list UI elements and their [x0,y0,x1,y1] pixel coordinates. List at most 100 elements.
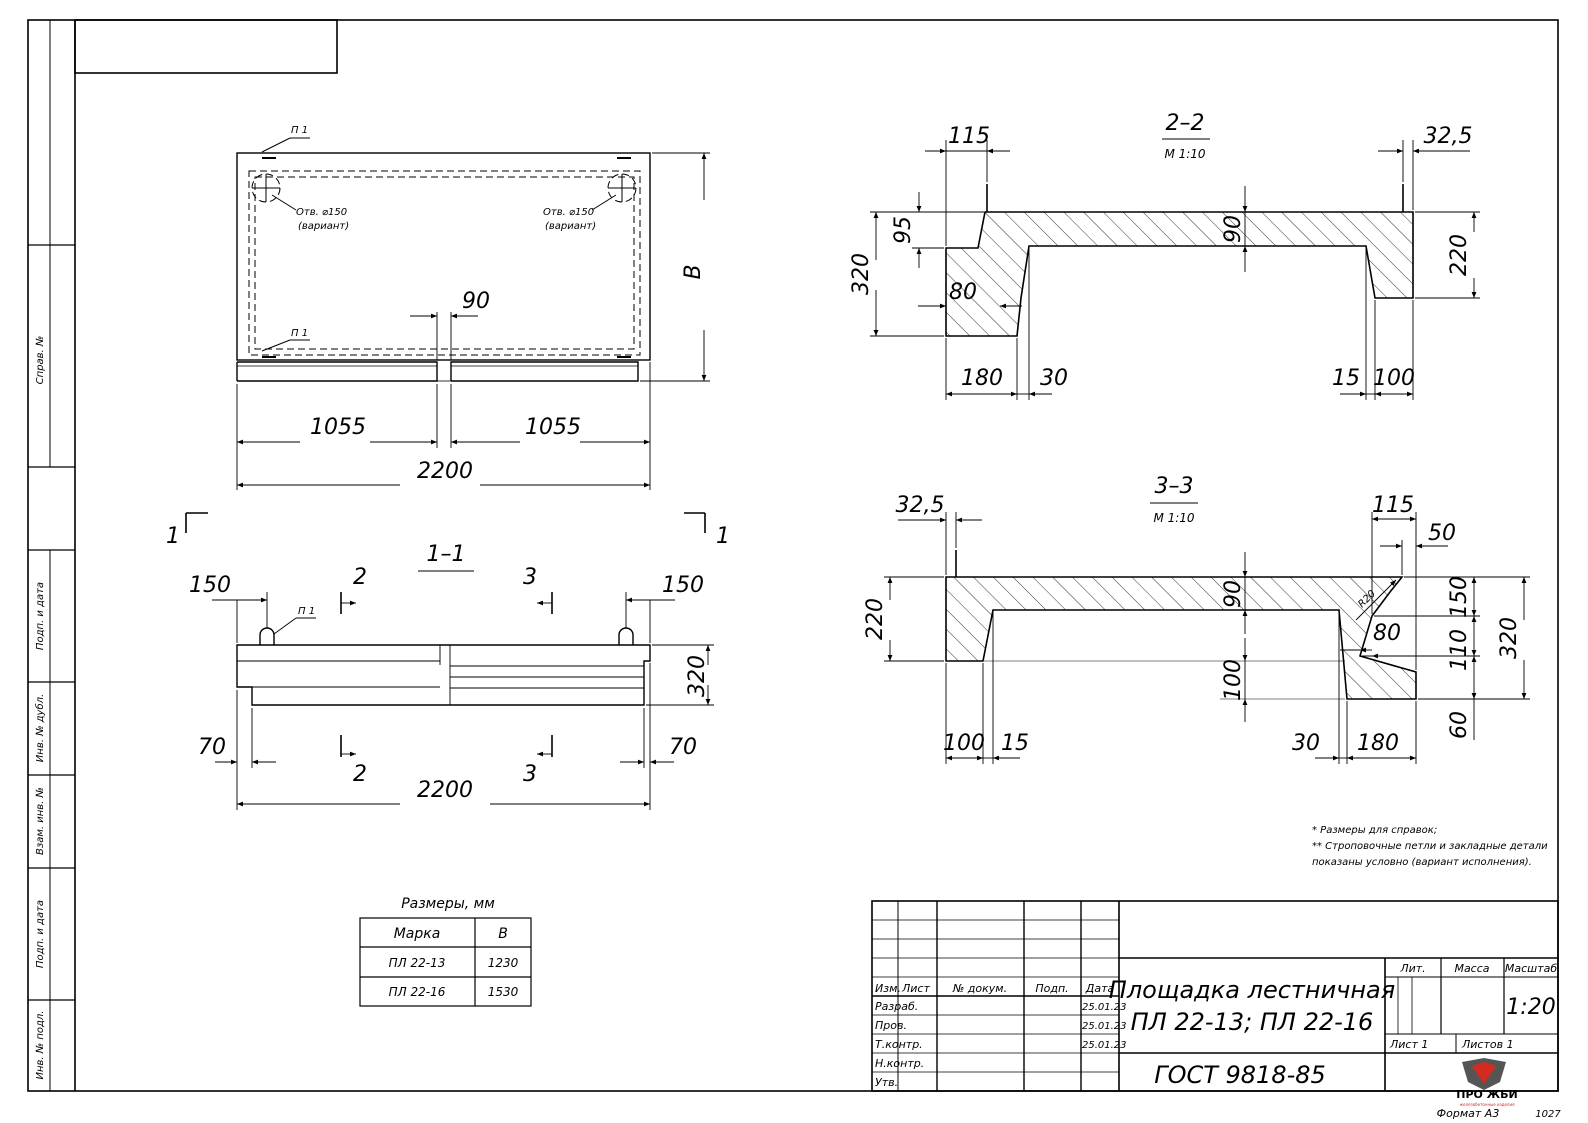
section-1-1-dim-70-right: 70 [669,735,697,760]
tb-date-prov: 25.01.23 [1082,1021,1127,1032]
tb-date-razrab: 25.01.23 [1082,1002,1127,1013]
company-logo: ПРО ЖБИ железобетонные изделия [1456,1058,1518,1107]
size-table-row-2-b: 1530 [488,985,519,999]
section-3-3-dim-32-5: 32,5 [896,493,945,518]
section-1-1: 1–1 П 1 2 [189,542,714,810]
size-table-row-1-mark: ПЛ 22-13 [389,956,446,970]
section-3-3-profile [945,576,1417,700]
plan-hole-label-left: Отв. ⌀150 [296,207,347,218]
tb-standard: ГОСТ 9818-85 [1154,1061,1326,1089]
section-1-1-dim-total: 2200 [417,778,473,803]
size-table-header-b: B [498,926,508,942]
title-block: Изм. Лист № докум. Подп. Дата Разраб. 25… [871,900,1559,1107]
stamp-inv-dubl: Инв. № дубл. [34,694,46,762]
section-2-2-dim-30: 30 [1040,366,1068,391]
tb-col-doc: № докум. [952,982,1007,995]
section-1-1-loop-label: П 1 [298,606,315,617]
notes: * Размеры для справок; ** Строповочные п… [1312,825,1548,868]
size-table-row-2-mark: ПЛ 22-16 [389,985,446,999]
plan-hole-note-right: (вариант) [545,221,596,232]
section-3-3-dim-100: 100 [943,731,985,756]
section-2-2-dim-180: 180 [961,366,1003,391]
plan-hole-label-right: Отв. ⌀150 [543,207,594,218]
section-3-3-dim-320: 320 [1497,617,1522,659]
plan-dim-b: B [681,264,706,279]
tb-role-prov: Пров. [875,1019,907,1032]
section-2-2-profile [945,211,1414,337]
section-1-1-cut-3-top: 3 [523,565,537,590]
section-1-1-title: 1–1 [427,542,466,567]
section-1-1-cut-2-top: 2 [353,565,367,590]
section-3-3-dim-15: 15 [1001,731,1029,756]
section-2-2-dim-32-5: 32,5 [1424,124,1473,149]
section-3-3-dim-180: 180 [1357,731,1399,756]
plan-cut-mark-left: 1 [166,524,180,549]
size-table-header-mark: Марка [394,926,441,942]
tb-role-utv-visible: Утв. [875,1076,898,1089]
tb-sheets-label: Листов 1 [1461,1038,1514,1051]
section-3-3-scale: М 1:10 [1153,511,1194,525]
plan-dim-total: 2200 [417,459,473,484]
section-1-1-cut-3-bottom: 3 [523,762,537,787]
plan-dim-left: 1055 [310,415,366,440]
section-3-3-dim-30: 30 [1292,731,1320,756]
tb-name-line-2: ПЛ 22-13; ПЛ 22-16 [1131,1008,1374,1036]
section-3-3-dim-150: 150 [1447,576,1472,618]
section-1-1-dim-320: 320 [685,655,710,697]
section-3-3-dim-50: 50 [1428,521,1456,546]
section-1-1-dim-150-right: 150 [662,573,704,598]
tb-scale-label: Масштаб [1505,962,1557,975]
section-3-3-dim-220: 220 [863,598,888,640]
stamp-podp-1: Подп. и дата [35,582,46,650]
section-2-2-dim-320: 320 [849,253,874,295]
tb-lit-label: Лит. [1399,962,1425,975]
note-line-3: показаны условно (вариант исполнения). [1312,857,1532,868]
section-3-3: 3–3 М 1:10 [863,474,1530,764]
stamp-spravka: Справ. № [35,336,46,385]
section-2-2: 2–2 М 1:10 [849,111,1480,400]
logo-subtext: железобетонные изделия [1460,1102,1516,1107]
tb-sheet-label: Лист 1 [1389,1038,1428,1051]
tb-col-list: Лист [901,982,930,995]
plan-view: П 1 П 1 Отв. ⌀150 (вариант) Отв. ⌀150 (в… [166,125,730,549]
section-2-2-dim-80: 80 [949,280,977,305]
stamp-inv-podl: Инв. № подл. [35,1011,46,1080]
tb-role-nkontr: Н.контр. [875,1057,924,1070]
tb-scale-value: 1:20 [1506,995,1555,1020]
section-2-2-dim-15: 15 [1332,366,1360,391]
section-2-2-dim-115: 115 [948,124,990,149]
section-1-1-cut-2-bottom: 2 [353,762,367,787]
section-3-3-dim-100-vertical: 100 [1221,659,1246,701]
section-3-3-title: 3–3 [1155,474,1194,499]
side-stamps: Справ. № Подп. и дата Инв. № дубл. Взам.… [34,336,46,1080]
size-table-row-1-b: 1230 [488,956,519,970]
plan-loop-label-top: П 1 [291,125,308,136]
section-2-2-dim-90: 90 [1221,215,1246,243]
sheet-frame [27,19,1559,1092]
section-2-2-scale: М 1:10 [1164,147,1205,161]
plan-dim-gap: 90 [462,289,490,314]
tb-role-razrab: Разраб. [875,1000,918,1013]
tb-col-sign: Подп. [1035,982,1068,995]
section-3-3-dim-110: 110 [1447,629,1472,671]
plan-dim-right: 1055 [525,415,581,440]
section-3-3-dim-60: 60 [1447,711,1472,739]
section-2-2-dim-95: 95 [891,216,916,244]
section-2-2-title: 2–2 [1166,111,1205,136]
plan-loop-label-bottom: П 1 [291,328,308,339]
stamp-podp-2: Подп. и дата [35,900,46,968]
note-line-1: * Размеры для справок; [1312,825,1437,836]
section-2-2-dim-100: 100 [1373,366,1415,391]
size-table-caption: Размеры, мм [401,896,495,912]
tb-mass-label: Масса [1454,962,1489,975]
plan-cut-mark-right: 1 [716,524,730,549]
format-label: Формат А3 [1437,1107,1500,1120]
tb-col-date: Дата [1085,982,1115,995]
tb-date-tkontr: 25.01.23 [1082,1040,1127,1051]
section-3-3-dim-80: 80 [1373,621,1401,646]
tb-col-izm: Изм. [875,982,901,995]
plan-hole-note-left: (вариант) [298,221,349,232]
size-table: Размеры, мм Марка B ПЛ 22-13 1230 ПЛ 22-… [359,896,532,1007]
tb-role-tkontr: Т.контр. [875,1038,923,1051]
